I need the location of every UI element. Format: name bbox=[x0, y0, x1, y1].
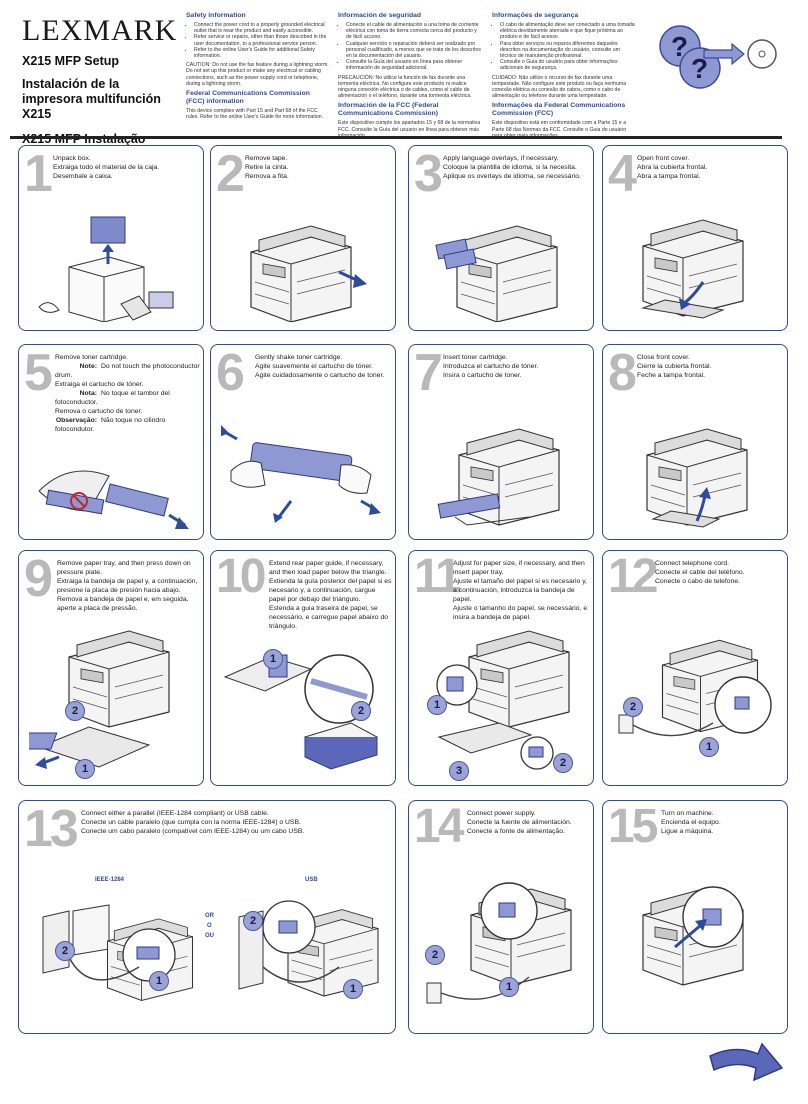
step-15-text: Turn on machine. Encienda el equipo. Lig… bbox=[661, 810, 721, 835]
step-number: 14 bbox=[414, 800, 464, 853]
remove-toner-illustration bbox=[38, 470, 189, 529]
step-number: 1 bbox=[24, 145, 53, 203]
insert-paper-tray-illustration bbox=[436, 630, 570, 770]
step-6-text: Gently shake toner cartridge. Agite suav… bbox=[255, 354, 385, 379]
step-1-text: Unpack box. Extraiga todo el material de… bbox=[53, 155, 160, 180]
ieee-1284-label: IEEE-1284 bbox=[95, 877, 125, 883]
step-10-text: Extend rear paper guide, if necessary, a… bbox=[269, 560, 392, 630]
step-1-panel: 1 Unpack box. Extraiga todo el material … bbox=[18, 145, 204, 331]
title-pt: X215 MFP Instalação bbox=[22, 132, 146, 146]
note-pt: Observação:Não toque no cilindro fotocon… bbox=[55, 417, 166, 433]
step-6-panel: 6 Gently shake toner cartridge. Agite su… bbox=[210, 344, 396, 540]
step-number: 10 bbox=[216, 550, 266, 603]
step-9-text: Remove paper tray, and then press down o… bbox=[57, 560, 198, 612]
step-number: 15 bbox=[608, 800, 658, 853]
title-es: Instalación de la impresora multifunción… bbox=[22, 77, 161, 121]
step-number: 13 bbox=[24, 800, 79, 858]
document-titles: X215 MFP Setup Instalación de la impreso… bbox=[22, 54, 182, 147]
step-7-panel: 7 Insert toner cartridge. Introduzca el … bbox=[408, 344, 594, 540]
step-number: 3 bbox=[414, 145, 443, 203]
step-5-panel: 5 Remove toner cartridge. Note:Do not to… bbox=[18, 344, 204, 540]
step-8-panel: 8 Close front cover. Cierre la cubierta … bbox=[602, 344, 788, 540]
svg-text:?: ? bbox=[691, 53, 708, 84]
step-12-panel: 12 Connect telephone cord. Conecte el ca… bbox=[602, 550, 788, 786]
usb-label: USB bbox=[305, 877, 318, 883]
step-13-panel: 13 Connect either a parallel (IEEE-1284 … bbox=[18, 800, 396, 1034]
safety-info-es: Información de seguridad Conecte el cabl… bbox=[338, 12, 482, 142]
help-cd-icon: ? ? bbox=[659, 25, 777, 89]
load-paper-illustration bbox=[223, 654, 379, 770]
close-front-cover-illustration bbox=[646, 428, 748, 528]
callout-2: 2 bbox=[425, 945, 445, 965]
callout-2: 2 bbox=[623, 697, 643, 717]
step-9-panel: 9 Remove paper tray, and then press down… bbox=[18, 550, 204, 786]
callout-2-parallel: 2 bbox=[55, 941, 75, 961]
step-13-text: Connect either a parallel (IEEE-1284 com… bbox=[81, 810, 305, 835]
step-11-panel: 11 Adjust for paper size, if necessary, … bbox=[408, 550, 594, 786]
lexmark-logo: LEXMARK bbox=[22, 14, 178, 47]
step-11-text: Adjust for paper size, if necessary, and… bbox=[453, 560, 588, 621]
remove-paper-tray-illustration bbox=[29, 630, 170, 769]
callout-2-usb: 2 bbox=[243, 911, 263, 931]
callout-2: 2 bbox=[351, 701, 371, 721]
safety-info-pt: Informações de segurança O cabo de alime… bbox=[492, 12, 636, 142]
step-15-panel: 15 Turn on machine. Encienda el equipo. … bbox=[602, 800, 788, 1034]
step-12-text: Connect telephone cord. Conecte el cable… bbox=[655, 560, 745, 585]
step-number: 4 bbox=[608, 145, 637, 203]
svg-text:?: ? bbox=[671, 31, 688, 62]
or-label-es: O bbox=[207, 923, 212, 929]
step-number: 5 bbox=[24, 344, 53, 402]
callout-2: 2 bbox=[553, 753, 573, 773]
unpack-box-illustration bbox=[38, 216, 174, 322]
step-8-text: Close front cover. Cierre la cubierta fr… bbox=[637, 354, 712, 379]
callout-2: 2 bbox=[65, 701, 85, 721]
callout-1-usb: 1 bbox=[343, 979, 363, 999]
callout-1: 1 bbox=[427, 695, 447, 715]
telephone-cord-illustration bbox=[618, 639, 772, 737]
step-7-text: Insert toner cartridge. Introduzca el ca… bbox=[443, 354, 539, 379]
callout-3: 3 bbox=[449, 761, 469, 781]
insert-toner-illustration bbox=[437, 428, 560, 526]
or-label-pt: OU bbox=[205, 933, 214, 939]
open-front-cover-illustration bbox=[641, 219, 744, 319]
step-number: 11 bbox=[414, 550, 462, 603]
title-en: X215 MFP Setup bbox=[22, 54, 120, 68]
safety-info-en: Safety information Connect the power cor… bbox=[186, 12, 330, 123]
callout-1: 1 bbox=[699, 737, 719, 757]
step-number: 8 bbox=[608, 344, 637, 402]
step-number: 7 bbox=[414, 344, 443, 402]
step-number: 12 bbox=[608, 550, 658, 603]
usb-cable-illustration bbox=[238, 900, 379, 997]
or-label-en: OR bbox=[205, 913, 214, 919]
step-14-panel: 14 Connect power supply. Conecte la fuen… bbox=[408, 800, 594, 1034]
callout-1: 1 bbox=[263, 649, 283, 669]
step-3-text: Apply language overlays, if necessary. C… bbox=[443, 155, 581, 180]
note-es: Nota:No toque el tambor del fotoconducto… bbox=[55, 390, 170, 406]
shake-toner-illustration bbox=[221, 425, 381, 523]
callout-1-parallel: 1 bbox=[149, 971, 169, 991]
callout-1: 1 bbox=[499, 977, 519, 997]
step-number: 9 bbox=[24, 550, 53, 608]
power-supply-illustration bbox=[426, 882, 572, 1004]
step-4-panel: 4 Open front cover. Abra la cubierta fro… bbox=[602, 145, 788, 331]
step-5-text: Remove toner cartridge. bbox=[55, 354, 128, 361]
callout-1: 1 bbox=[75, 759, 95, 779]
power-on-illustration bbox=[642, 886, 744, 986]
step-4-text: Open front cover. Abra la cubierta front… bbox=[637, 155, 708, 180]
parallel-cable-illustration bbox=[42, 904, 194, 1002]
step-14-text: Connect power supply. Conecte la fuente … bbox=[467, 810, 572, 835]
header-divider bbox=[10, 136, 782, 139]
step-3-panel: 3 Apply language overlays, if necessary.… bbox=[408, 145, 594, 331]
note-en: Note:Do not touch the photoconductor dru… bbox=[55, 363, 200, 379]
step-2-panel: 2 Remove tape. Retire la cinta. Remova a… bbox=[210, 145, 396, 331]
next-page-arrow-icon bbox=[709, 1042, 784, 1082]
step-10-panel: 10 Extend rear paper guide, if necessary… bbox=[210, 550, 396, 786]
remove-tape-illustration bbox=[250, 225, 367, 322]
step-number: 6 bbox=[216, 344, 245, 402]
step-number: 2 bbox=[216, 145, 245, 203]
language-overlay-illustration bbox=[435, 225, 558, 322]
step-2-text: Remove tape. Retire la cinta. Remova a f… bbox=[245, 155, 289, 180]
